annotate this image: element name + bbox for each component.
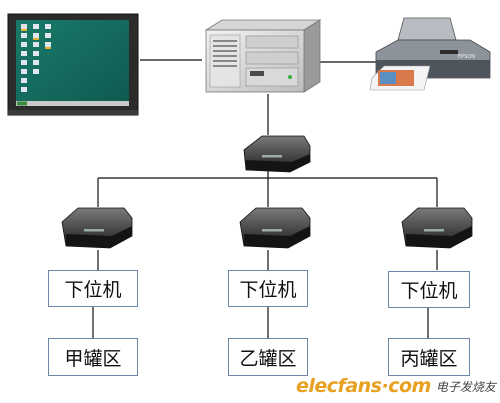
lower-controller-box: 下位机 bbox=[388, 271, 470, 308]
printer-icon: EPSON bbox=[369, 17, 491, 91]
watermark-cn: 电子发烧友 bbox=[435, 379, 496, 394]
modem-icon bbox=[61, 207, 133, 249]
tank-area-box: 乙罐区 bbox=[228, 338, 308, 376]
tank-area-box: 丙罐区 bbox=[388, 338, 470, 376]
tank-area-box: 甲罐区 bbox=[48, 338, 138, 376]
connection-lines bbox=[92, 59, 438, 338]
lower-controller-box: 下位机 bbox=[48, 270, 138, 307]
watermark-url: elecfans·com bbox=[296, 375, 431, 397]
modem-icon bbox=[401, 207, 473, 249]
industrial-pc-icon bbox=[204, 19, 322, 93]
lower-controller-box: 下位机 bbox=[228, 270, 308, 307]
modem-icon bbox=[239, 207, 311, 249]
network-hub-icon bbox=[243, 135, 311, 173]
printer-brand-text: EPSON bbox=[458, 54, 475, 60]
watermark: elecfans·com 电子发烧友 bbox=[296, 373, 500, 399]
lcd-monitor-icon bbox=[7, 13, 139, 116]
